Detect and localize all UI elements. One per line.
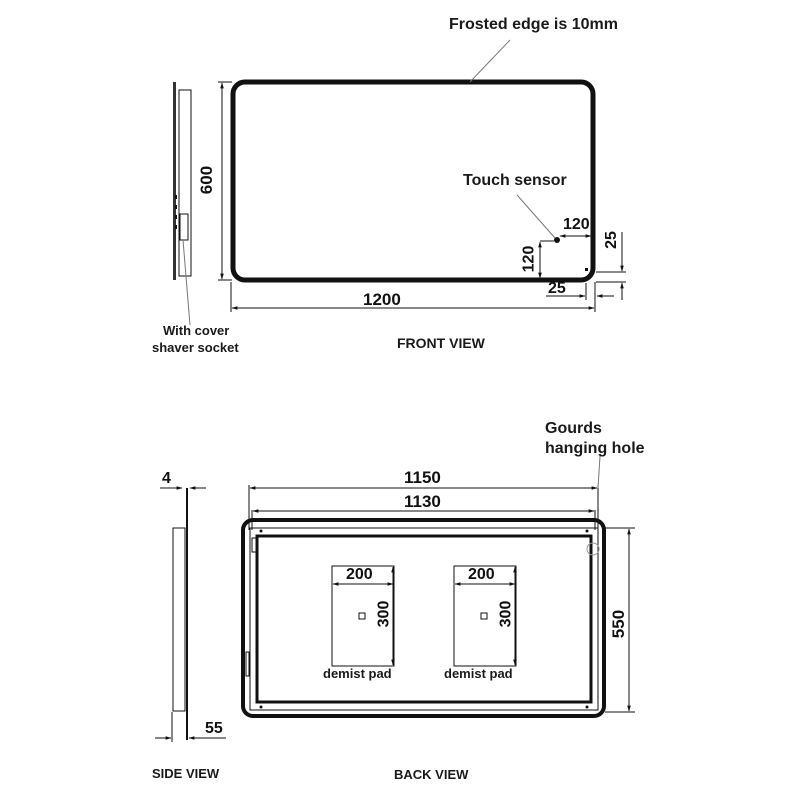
shaver-socket-label-line2: shaver socket [152,340,239,355]
hanging-hole-leader [597,455,601,489]
hanging-hole-label-line2: hanging hole [545,440,645,457]
side-view-profile [172,488,188,740]
demist-pad-left-label: demist pad [323,666,392,681]
back-height-dimension [605,527,635,713]
glass-thickness-value: 4 [162,470,171,487]
front-width-dimension [230,282,596,312]
side-view-dimensions [155,486,226,742]
front-height-value: 600 [197,165,217,195]
demist-pad-right-height: 300 [497,600,515,628]
demist-pad-left [331,565,395,667]
demist-pad-right-label: demist pad [444,666,513,681]
front-width-value: 1200 [363,290,401,309]
demist-pad-right-width: 200 [468,566,495,583]
corner-dimensions [546,232,626,300]
corner-horizontal-value: 25 [548,280,566,297]
corner-vertical-value: 25 [602,231,620,249]
front-view-title: FRONT VIEW [397,335,485,351]
demist-pad-right [453,565,517,667]
sensor-offset-dimensions [538,234,592,279]
side-view-title: SIDE VIEW [152,766,220,781]
demist-pad-left-width: 200 [346,566,373,583]
touch-sensor-dot [554,237,560,243]
touch-sensor-label: Touch sensor [463,172,567,189]
front-view-mirror [230,79,596,283]
back-height-value: 550 [609,609,629,639]
back-inner-width-value: 1130 [404,492,441,511]
demist-pad-left-height: 300 [375,600,393,628]
back-outer-width-value: 1150 [404,468,441,487]
shaver-socket-leader [182,239,191,326]
front-height-dimension [218,81,232,281]
frosted-edge-label: Frosted edge is 10mm [449,16,618,33]
back-view-frame [241,518,606,718]
hanging-hole-label-line1: Gourds [545,420,602,437]
shaver-socket-label-line1: With cover [163,323,230,338]
depth-value: 55 [205,720,223,737]
back-view-title: BACK VIEW [394,767,469,782]
sensor-from-bottom-value: 120 [520,245,538,273]
back-width-dimensions [248,485,599,530]
front-side-profile [173,82,192,280]
touch-sensor-leader [516,194,556,239]
sensor-from-right-value: 120 [563,216,590,233]
frosted-edge-leader [469,39,511,83]
